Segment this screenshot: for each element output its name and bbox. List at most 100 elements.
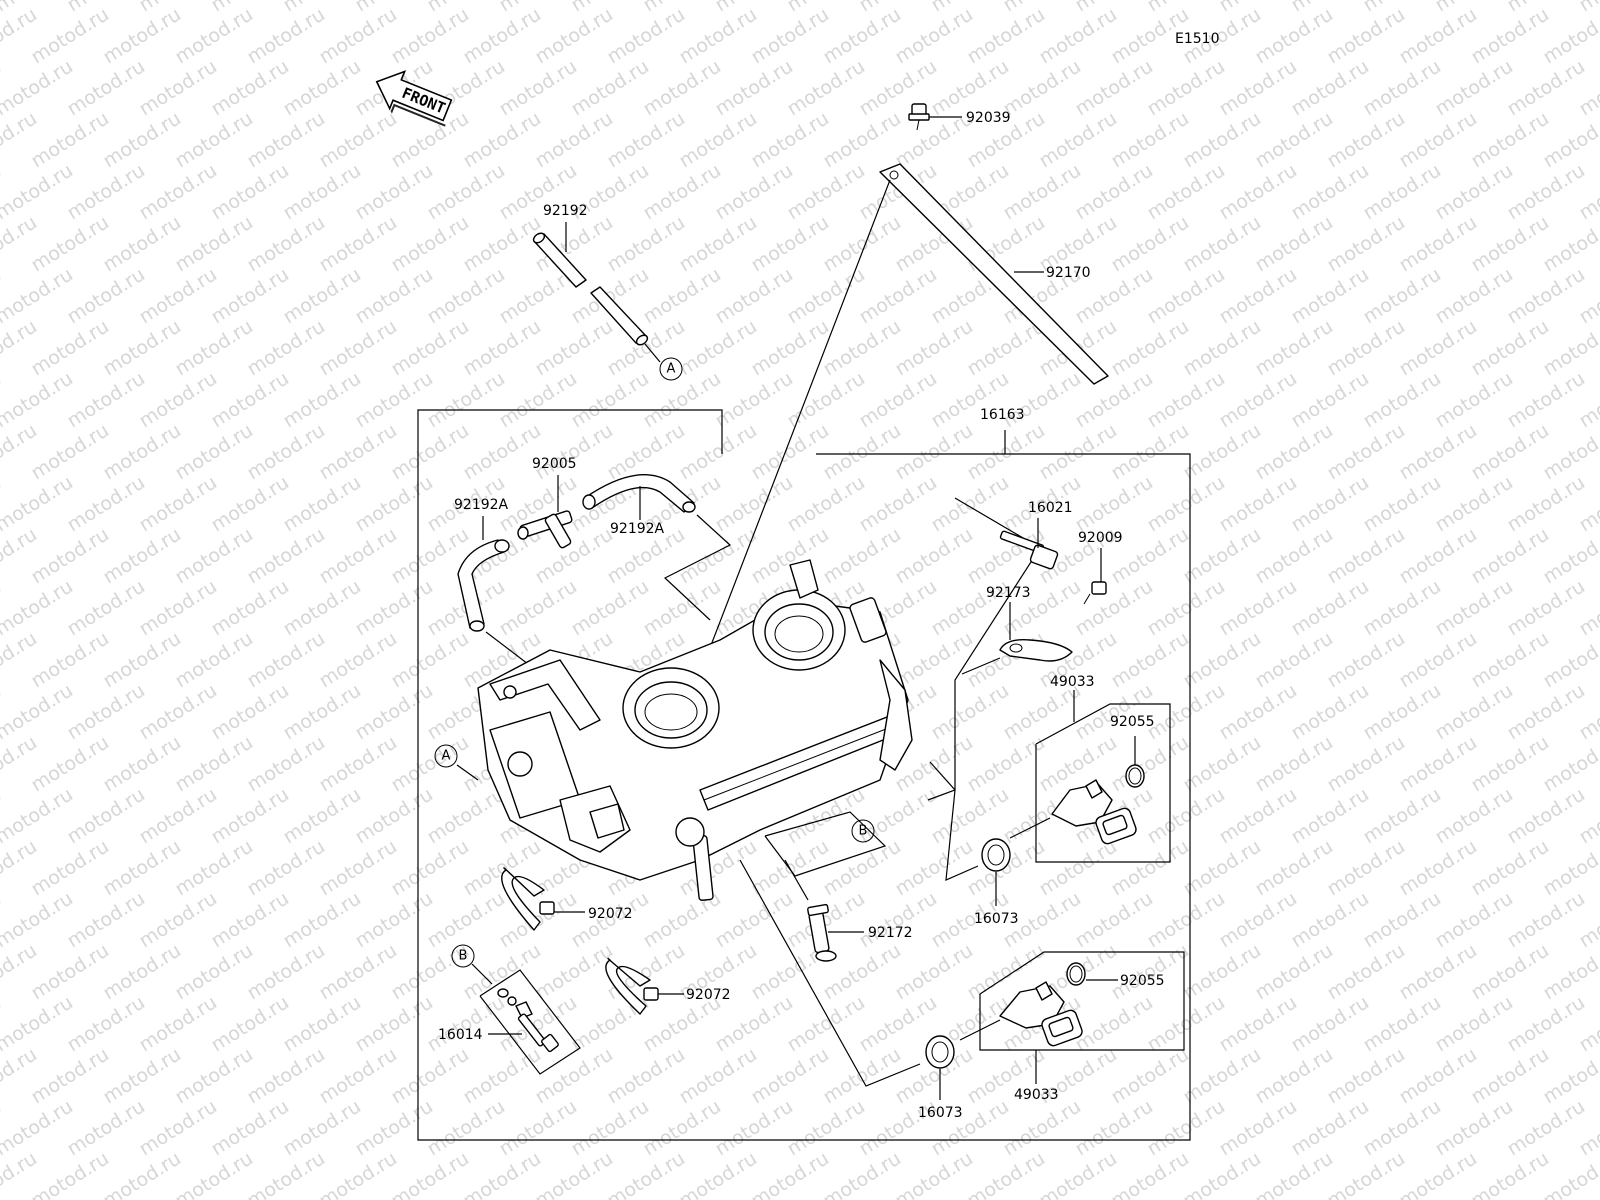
- watermark-text: motod.ru: [1107, 419, 1193, 484]
- part-number-92072-b[interactable]: 92072: [686, 987, 731, 1003]
- watermark-text: motod.ru: [423, 783, 509, 848]
- watermark-text: motod.ru: [1179, 523, 1265, 588]
- watermark-text: motod.ru: [963, 3, 1049, 68]
- watermark-text: motod.ru: [855, 783, 941, 848]
- watermark-text: motod.ru: [711, 1095, 797, 1160]
- watermark-text: motod.ru: [1107, 315, 1193, 380]
- watermark-text: motod.ru: [63, 471, 149, 536]
- part-number-92005[interactable]: 92005: [532, 456, 577, 472]
- screw-set-frame: [479, 969, 581, 1075]
- watermark-text: motod.ru: [1035, 731, 1121, 796]
- watermark-text: motod.ru: [1179, 211, 1265, 276]
- watermark-text: motod.ru: [243, 315, 329, 380]
- watermark-text: motod.ru: [1215, 991, 1301, 1056]
- watermark-text: motod.ru: [1287, 783, 1373, 848]
- part-number-16073-top[interactable]: 16073: [974, 911, 1019, 927]
- watermark-text: motod.ru: [1359, 159, 1445, 224]
- watermark-text: motod.ru: [1107, 835, 1193, 900]
- watermark-text: motod.ru: [1431, 783, 1517, 848]
- watermark-text: motod.ru: [1071, 471, 1157, 536]
- watermark-text: motod.ru: [1107, 939, 1193, 1004]
- watermark-text: motod.ru: [243, 211, 329, 276]
- watermark-text: motod.ru: [279, 783, 365, 848]
- part-number-16163[interactable]: 16163: [980, 407, 1025, 423]
- watermark-text: motod.ru: [1179, 1043, 1265, 1108]
- watermark-text: motod.ru: [1143, 159, 1229, 224]
- part-number-92055-top[interactable]: 92055: [1110, 714, 1155, 730]
- watermark-text: motod.ru: [1287, 263, 1373, 328]
- watermark-text: motod.ru: [927, 471, 1013, 536]
- watermark-text: motod.ru: [603, 3, 689, 68]
- watermark-text: motod.ru: [1467, 107, 1553, 172]
- part-number-92173[interactable]: 92173: [986, 585, 1031, 601]
- watermark-text: motod.ru: [531, 107, 617, 172]
- callout-a-left: A: [442, 749, 451, 764]
- watermark-text: motod.ru: [639, 159, 725, 224]
- watermark-text: motod.ru: [819, 939, 905, 1004]
- part-number-92192A-left[interactable]: 92192A: [454, 497, 509, 513]
- o-ring-92055-bottom-icon: [1066, 962, 1086, 986]
- watermark-text: motod.ru: [1359, 991, 1445, 1056]
- screw-set-16014-icon: [497, 988, 559, 1053]
- watermark-text: motod.ru: [135, 55, 221, 120]
- part-number-16021[interactable]: 16021: [1028, 500, 1073, 516]
- watermark-text: motod.ru: [171, 523, 257, 588]
- watermark-text: motod.ru: [279, 55, 365, 120]
- watermark-text: motod.ru: [567, 1095, 653, 1160]
- part-number-92170[interactable]: 92170: [1046, 265, 1091, 281]
- watermark-text: motod.ru: [1323, 939, 1409, 1004]
- watermark-text: motod.ru: [1359, 1095, 1445, 1160]
- watermark-text: motod.ru: [27, 835, 113, 900]
- watermark-text: motod.ru: [423, 263, 509, 328]
- watermark-text: motod.ru: [351, 887, 437, 952]
- watermark-text: motod.ru: [495, 55, 581, 120]
- watermark-text: motod.ru: [603, 1043, 689, 1108]
- part-number-49033-bottom[interactable]: 49033: [1014, 1087, 1059, 1103]
- part-number-92192[interactable]: 92192: [543, 203, 588, 219]
- watermark-text: motod.ru: [171, 939, 257, 1004]
- watermark-text: motod.ru: [1395, 627, 1481, 692]
- watermark-text: motod.ru: [63, 159, 149, 224]
- injector-49033-bottom-icon: [999, 981, 1083, 1047]
- watermark-text: motod.ru: [1431, 55, 1517, 120]
- part-number-49033-top[interactable]: 49033: [1050, 674, 1095, 690]
- watermark-text: motod.ru: [531, 523, 617, 588]
- bolt-92172-icon: [807, 903, 837, 962]
- injector-top-group-frame: [1035, 703, 1171, 863]
- watermark-text: motod.ru: [1287, 367, 1373, 432]
- watermark-text: motod.ru: [1503, 1095, 1589, 1160]
- watermark-text: motod.ru: [747, 211, 833, 276]
- watermark-text: motod.ru: [1179, 315, 1265, 380]
- watermark-text: motod.ru: [603, 315, 689, 380]
- part-number-16073-bottom[interactable]: 16073: [918, 1105, 963, 1121]
- watermark-text: motod.ru: [459, 419, 545, 484]
- watermark-text: motod.ru: [1215, 575, 1301, 640]
- part-number-92039[interactable]: 92039: [966, 110, 1011, 126]
- part-number-92172[interactable]: 92172: [868, 925, 913, 941]
- watermark-text: motod.ru: [1359, 55, 1445, 120]
- watermark-text: motod.ru: [1179, 627, 1265, 692]
- part-number-92009[interactable]: 92009: [1078, 530, 1123, 546]
- watermark-text: motod.ru: [747, 523, 833, 588]
- part-number-92055-bottom[interactable]: 92055: [1120, 973, 1165, 989]
- part-number-92072-a[interactable]: 92072: [588, 906, 633, 922]
- part-number-92192A-right[interactable]: 92192A: [610, 521, 665, 537]
- watermark-text: motod.ru: [783, 55, 869, 120]
- watermark-text: motod.ru: [423, 159, 509, 224]
- watermark-text: motod.ru: [1215, 471, 1301, 536]
- watermark-text: motod.ru: [1395, 211, 1481, 276]
- watermark-text: motod.ru: [243, 1043, 329, 1108]
- watermark-text: motod.ru: [1503, 263, 1589, 328]
- watermark-text: motod.ru: [99, 731, 185, 796]
- watermark-text: motod.ru: [1431, 1095, 1517, 1160]
- watermark-text: motod.ru: [207, 679, 293, 744]
- part-number-16014[interactable]: 16014: [438, 1027, 483, 1043]
- watermark-text: motod.ru: [63, 679, 149, 744]
- watermark-text: motod.ru: [387, 1043, 473, 1108]
- watermark-text: motod.ru: [63, 575, 149, 640]
- watermark-text: motod.ru: [495, 367, 581, 432]
- watermark-text: motod.ru: [1071, 575, 1157, 640]
- watermark-text: motod.ru: [1395, 731, 1481, 796]
- watermark-text: motod.ru: [315, 1043, 401, 1108]
- watermark-text: motod.ru: [927, 679, 1013, 744]
